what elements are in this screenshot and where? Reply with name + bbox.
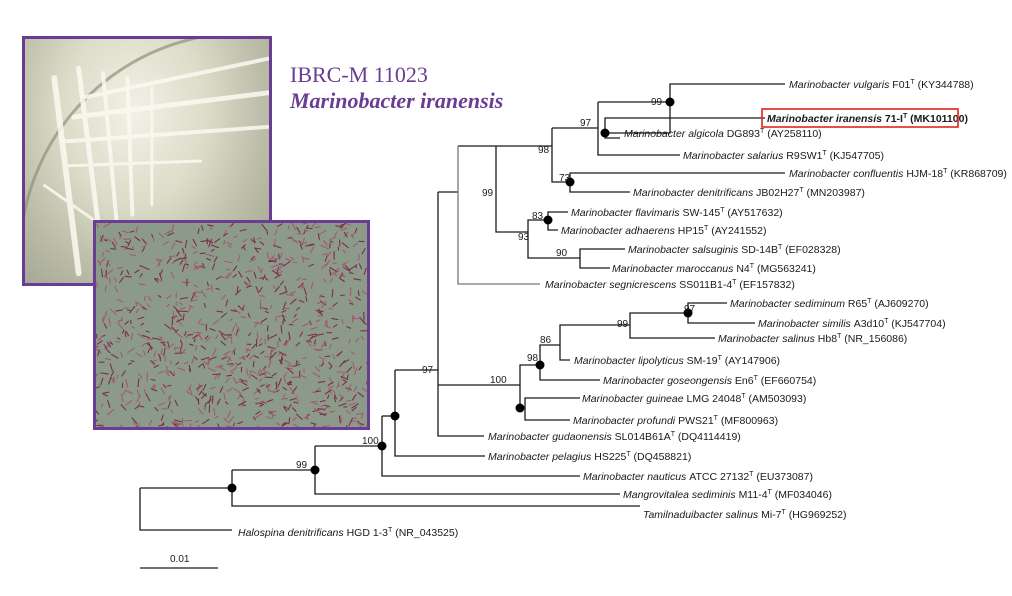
node-marker [683,308,693,318]
taxon-label: Marinobacter salinus Hb8T (NR_156086) [718,333,907,345]
bootstrap-value: 90 [556,248,568,259]
scale-bar-label: 0.01 [170,554,190,565]
highlighted-taxon-box [761,108,959,128]
bootstrap-value: 97 [684,304,696,315]
bootstrap-value: 100 [490,375,507,386]
taxon-label: Marinobacter vulgaris F01T (KY344788) [789,79,974,91]
node-marker [515,403,525,413]
bootstrap-value: 73 [559,173,571,184]
taxon-label: Halospina denitrificans HGD 1-3T (NR_043… [238,527,458,539]
node-marker [600,128,610,138]
taxon-label: Marinobacter confluentis HJM-18T (KR8687… [789,168,1007,180]
bootstrap-value: 99 [617,319,629,330]
taxon-label: Marinobacter nauticus ATCC 27132T (EU373… [583,471,813,483]
taxon-label: Marinobacter salarius R9SW1T (KJ547705) [683,150,884,162]
strain-id-label: IBRC-M 11023 [290,62,428,87]
bootstrap-value: 99 [482,188,494,199]
bootstrap-value: 100 [362,436,379,447]
taxon-label: Mangrovitalea sediminis M11-4T (MF034046… [623,489,832,501]
bootstrap-value: 98 [538,145,550,156]
taxon-label: Marinobacter maroccanus N4T (MG563241) [612,263,816,275]
bootstrap-value: 99 [296,460,308,471]
taxon-label: Marinobacter flavimaris SW-145T (AY51763… [571,207,783,219]
bootstrap-value: 86 [540,335,552,346]
node-marker [535,360,545,370]
cell-micrograph-image [93,220,370,430]
node-marker [227,483,237,493]
node-marker [310,465,320,475]
taxon-label: Marinobacter sediminum R65T (AJ609270) [730,298,929,310]
plate-streaks [25,39,269,277]
bootstrap-value: 83 [532,211,544,222]
bootstrap-value: 93 [518,232,530,243]
node-marker [565,177,575,187]
taxon-label: Marinobacter salsuginis SD-14BT (EF02832… [628,244,841,256]
node-marker [390,411,400,421]
taxon-label: Marinobacter denitrificans JB02H27T (MN2… [633,187,865,199]
taxon-label: Marinobacter profundi PWS21T (MF800963) [573,415,778,427]
bootstrap-value: 99 [651,97,663,108]
taxon-label: Marinobacter lipolyticus SM-19T (AY14790… [574,355,780,367]
taxon-label: Marinobacter algicola DG893T (AY258110) [624,128,822,140]
bootstrap-value: 97 [580,118,592,129]
taxon-label: Marinobacter gudaonensis SL014B61AT (DQ4… [488,431,741,443]
taxon-label: Marinobacter iranensis 71-IT (MK101100) [767,113,968,125]
taxon-label: Marinobacter guineae LMG 24048T (AM50309… [582,393,806,405]
node-marker [665,97,675,107]
taxon-label: Marinobacter goseongensis En6T (EF660754… [603,375,816,387]
taxon-label: Marinobacter pelagius HS225T (DQ458821) [488,451,691,463]
tree-nodes [227,97,693,493]
taxon-labels: Marinobacter vulgaris F01T (KY344788) Mar… [238,79,1007,539]
bootstrap-value: 97 [422,365,434,376]
taxon-label: Marinobacter segnicrescens SS011B1-4T (E… [545,279,795,291]
taxon-label: Marinobacter adhaerens HP15T (AY241552) [561,225,766,237]
node-marker [377,441,387,451]
taxon-label: Marinobacter similis A3d10T (KJ547704) [758,318,946,330]
cell-rods [96,223,367,427]
node-marker [543,215,553,225]
strain-name-label: Marinobacter iranensis [290,88,504,113]
taxon-label: Tamilnaduibacter salinus Mi-7T (HG969252… [643,509,847,521]
bootstrap-value: 98 [527,353,539,364]
